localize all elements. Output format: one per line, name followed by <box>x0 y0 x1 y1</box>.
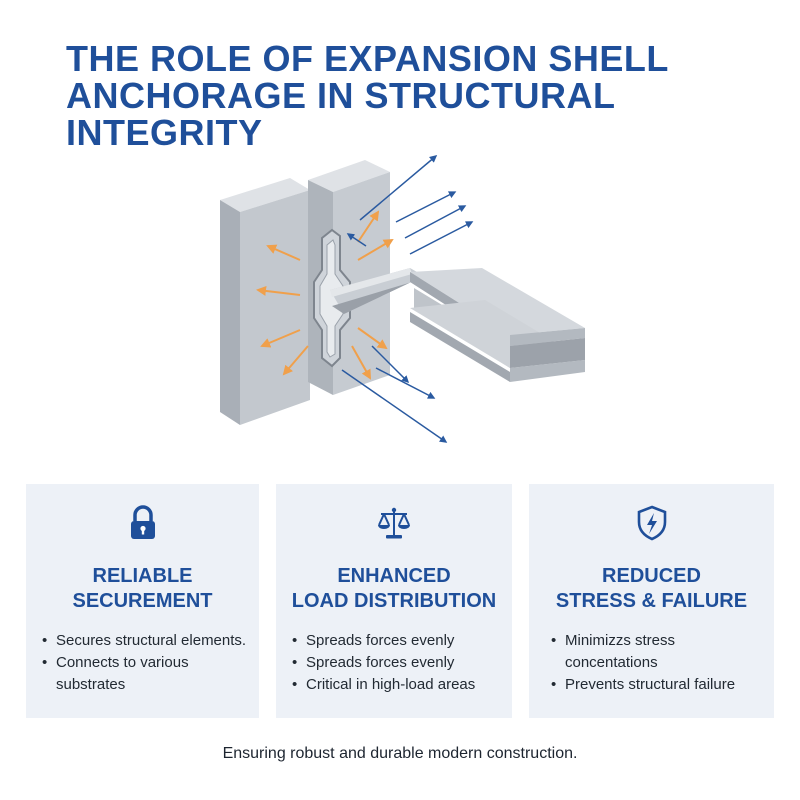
balance-scale-icon <box>378 507 410 539</box>
force-arrows-orange <box>256 210 394 380</box>
card-heading: RELIABLE SECUREMENT <box>26 564 259 614</box>
card-heading-line-2: LOAD DISTRIBUTION <box>291 590 497 612</box>
card-heading-line-1: ENHANCED <box>337 565 451 587</box>
expansion-shell <box>313 228 351 368</box>
bullet-item: Minimizzs stress concentations <box>551 630 744 674</box>
anchor-rod <box>330 268 424 314</box>
bullet-item: Critical in high-load areas <box>292 674 512 696</box>
force-arrows-blue <box>341 155 474 443</box>
title-line-3: INTEGRITY <box>66 112 263 153</box>
card-heading-line-2: SECUREMENT <box>72 590 213 612</box>
bullet-item: Spreads forces evenly <box>292 630 512 652</box>
bullet-item: Prevents structural failure <box>551 674 744 696</box>
bullet-list: Secures structural elements. Connects to… <box>26 630 259 696</box>
steel-i-beam <box>410 268 585 382</box>
footer-tagline: Ensuring robust and durable modern const… <box>222 745 578 762</box>
feature-cards: RELIABLE SECUREMENT Secures structural e… <box>26 484 774 718</box>
card-heading: ENHANCED LOAD DISTRIBUTION <box>276 564 512 614</box>
card-reduced-stress-failure: REDUCED STRESS & FAILURE Minimizzs stres… <box>529 484 774 718</box>
card-enhanced-load-distribution: ENHANCED LOAD DISTRIBUTION Spreads force… <box>276 484 512 718</box>
card-reliable-securement: RELIABLE SECUREMENT Secures structural e… <box>26 484 259 718</box>
bullet-list: Spreads forces evenly Spreads forces eve… <box>276 630 512 696</box>
title-line-1: THE ROLE OF EXPANSION SHELL <box>66 38 669 79</box>
bullet-item: Secures structural elements. <box>42 630 259 652</box>
padlock-icon <box>130 505 155 539</box>
bullet-list: Minimizzs stress concentations Prevents … <box>529 630 774 696</box>
bullet-item: Spreads forces evenly <box>292 652 512 674</box>
bullet-item: Connects to various substrates <box>42 652 259 696</box>
card-heading: REDUCED STRESS & FAILURE <box>529 564 774 614</box>
left-wall-block <box>220 178 310 425</box>
card-heading-line-1: RELIABLE <box>92 565 193 587</box>
card-heading-line-1: REDUCED <box>602 565 701 587</box>
title-line-2: ANCHORAGE IN STRUCTURAL <box>66 75 616 116</box>
shield-lightning-icon <box>637 505 666 541</box>
page-title: THE ROLE OF EXPANSION SHELL ANCHORAGE IN… <box>66 40 726 151</box>
card-heading-line-2: STRESS & FAILURE <box>555 590 748 612</box>
anchor-illustration <box>220 155 585 443</box>
